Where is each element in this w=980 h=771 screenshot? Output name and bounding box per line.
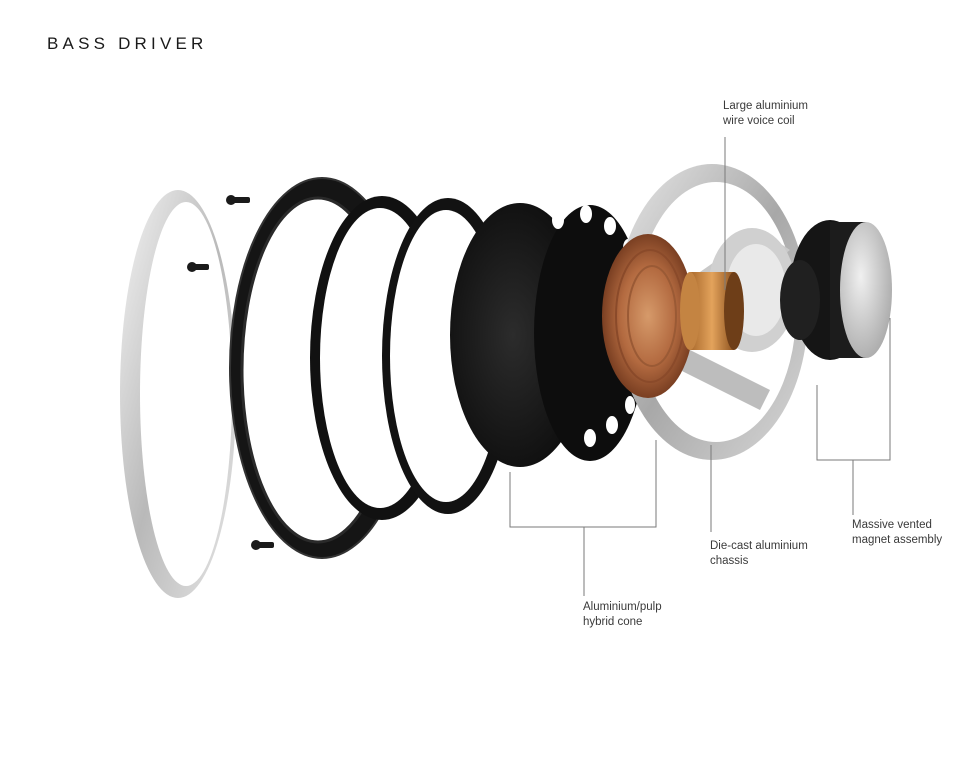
label-chassis: Die-cast aluminium chassis <box>710 540 808 567</box>
label-voice-coil: Large aluminium wire voice coil <box>723 100 809 127</box>
mounting-screws <box>187 195 274 550</box>
page-title: BASS DRIVER <box>47 34 208 53</box>
voice-coil-assembly <box>602 234 744 398</box>
label-cone: Aluminium/pulp hybrid cone <box>583 601 662 628</box>
leader-lines <box>509 137 891 596</box>
magnet-assembly <box>780 220 892 360</box>
trim-ring <box>120 190 236 598</box>
label-magnet-assembly: Massive vented magnet assembly <box>852 519 943 546</box>
